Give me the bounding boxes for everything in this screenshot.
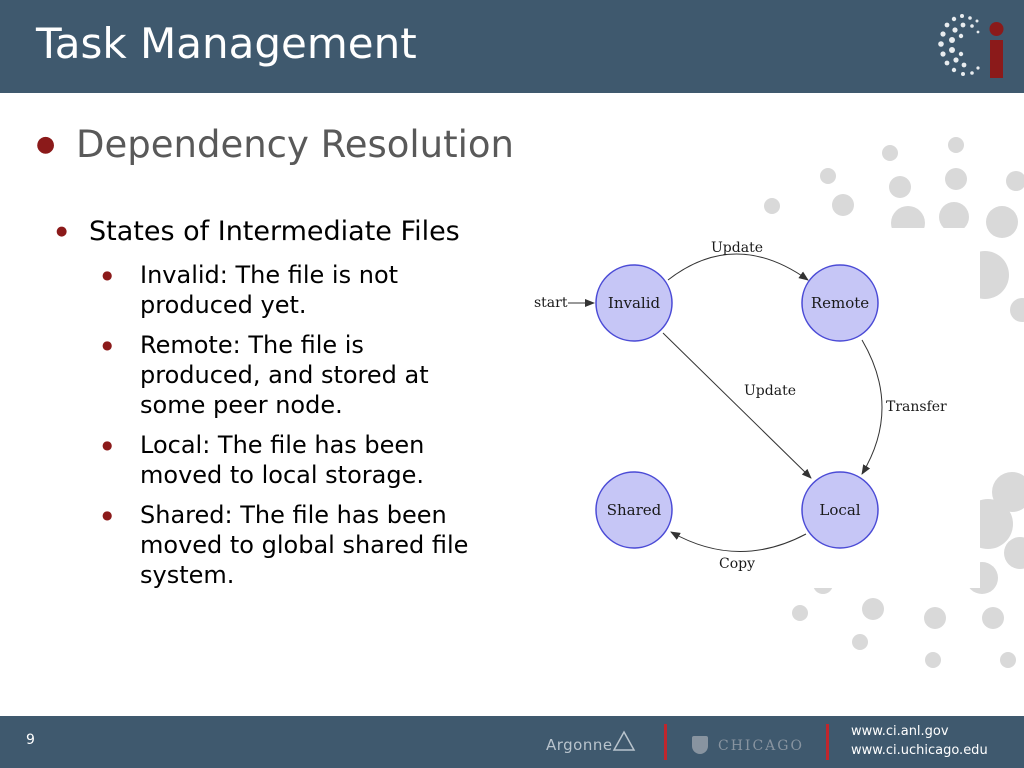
footer-separator bbox=[664, 724, 667, 760]
url-uchicago[interactable]: www.ci.uchicago.edu bbox=[851, 743, 988, 758]
edge-local-shared bbox=[670, 531, 807, 552]
page-number: 9 bbox=[26, 732, 35, 748]
node-label: Local bbox=[819, 501, 860, 519]
node-label: Remote bbox=[811, 294, 869, 312]
heading-text: Dependency Resolution bbox=[76, 123, 514, 166]
list-item-text: Remote: The file is produced, and stored… bbox=[140, 331, 429, 419]
subheading-text: States of Intermediate Files bbox=[89, 216, 460, 247]
edge-label: Update bbox=[744, 383, 796, 399]
node-label: Shared bbox=[607, 501, 662, 519]
start-label: start bbox=[534, 295, 568, 311]
bullet-icon: ● bbox=[56, 224, 68, 239]
uchicago-name: CHICAGO bbox=[718, 738, 804, 754]
subheading-bullet: ● States of Intermediate Files bbox=[56, 214, 460, 250]
state-list: ● Invalid: The file is not produced yet.… bbox=[102, 260, 502, 600]
state-diagram: Invalid Remote Shared Local start Update… bbox=[520, 228, 980, 588]
node-local: Local bbox=[801, 471, 879, 549]
node-invalid: Invalid bbox=[595, 264, 673, 342]
argonne-logo: Argonne bbox=[546, 736, 613, 754]
bullet-icon: ● bbox=[36, 132, 56, 157]
list-item: ● Remote: The file is produced, and stor… bbox=[102, 330, 502, 420]
uchicago-logo: CHICAGO bbox=[692, 734, 812, 756]
list-item: ● Invalid: The file is not produced yet. bbox=[102, 260, 502, 320]
footer-separator bbox=[826, 724, 829, 760]
edge-remote-local bbox=[861, 339, 883, 475]
list-item: ● Local: The file has been moved to loca… bbox=[102, 430, 502, 490]
node-shared: Shared bbox=[595, 471, 673, 549]
list-item-text: Shared: The file has been moved to globa… bbox=[140, 501, 469, 589]
edge-label: Copy bbox=[719, 556, 755, 572]
node-label: Invalid bbox=[608, 294, 661, 312]
footer-bar: 9 Argonne CHICAGO www.ci.anl.gov www.ci.… bbox=[0, 716, 1024, 768]
bullet-icon: ● bbox=[102, 268, 113, 282]
bullet-icon: ● bbox=[102, 508, 113, 522]
edge-invalid-local bbox=[662, 332, 812, 479]
ci-logo bbox=[938, 14, 1004, 78]
list-item: ● Shared: The file has been moved to glo… bbox=[102, 500, 502, 590]
heading-bullet: ● Dependency Resolution bbox=[36, 122, 514, 168]
header-bar: Task Management bbox=[0, 0, 1024, 93]
slide-title: Task Management bbox=[36, 19, 417, 68]
url-anl[interactable]: www.ci.anl.gov bbox=[851, 724, 949, 739]
diagram-background bbox=[520, 228, 980, 588]
list-item-text: Invalid: The file is not produced yet. bbox=[140, 261, 399, 319]
node-remote: Remote bbox=[801, 264, 879, 342]
bullet-icon: ● bbox=[102, 438, 113, 452]
argonne-mark-icon bbox=[612, 730, 636, 751]
shield-icon bbox=[692, 736, 708, 754]
edge-label: Transfer bbox=[886, 399, 947, 415]
edge-invalid-remote bbox=[667, 253, 809, 281]
bullet-icon: ● bbox=[102, 338, 113, 352]
edge-label: Update bbox=[711, 240, 763, 256]
list-item-text: Local: The file has been moved to local … bbox=[140, 431, 425, 489]
